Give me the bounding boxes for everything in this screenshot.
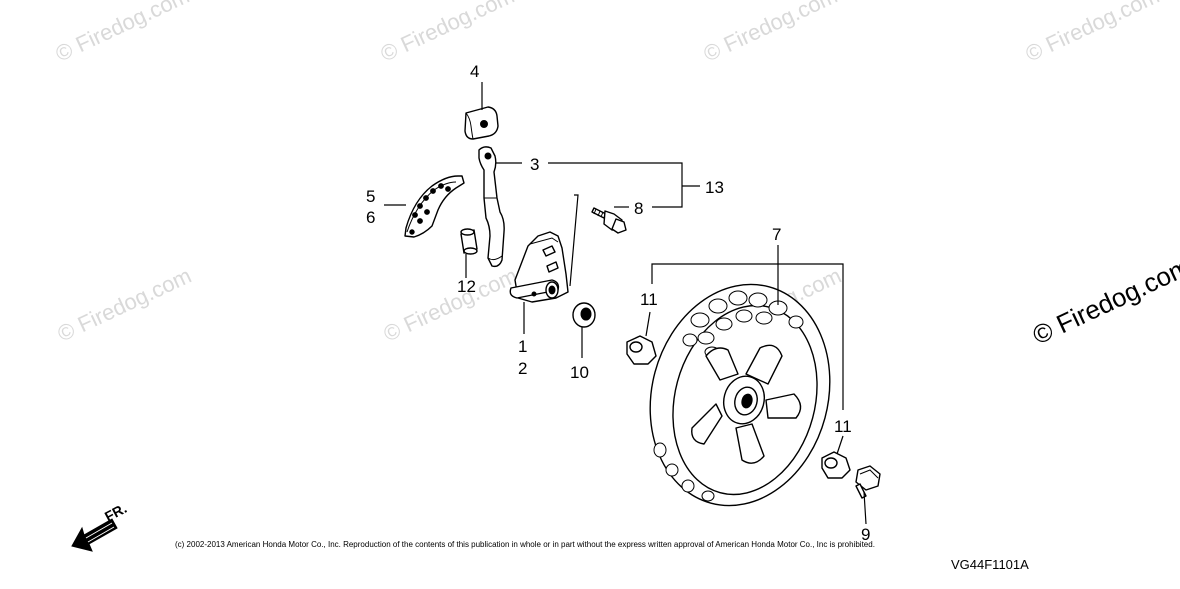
part-nut — [572, 302, 596, 328]
callout-10: 10 — [570, 363, 589, 382]
watermark: © Firedog.com — [700, 0, 842, 67]
watermark: © Firedog.com — [377, 0, 519, 67]
watermark-prominent: © Firedog.com — [1028, 251, 1180, 350]
part-bearing-lower — [821, 451, 851, 479]
callout-3: 3 — [530, 155, 539, 174]
part-bolt — [855, 465, 881, 499]
leader-lines — [384, 82, 867, 525]
part-screw — [591, 207, 627, 234]
part-knob — [464, 106, 499, 140]
watermark: © Firedog.com — [380, 263, 522, 347]
watermark-layer: © Firedog.com © Firedog.com © Firedog.co… — [52, 0, 1180, 350]
part-pivot-bracket — [509, 231, 569, 303]
part-bearing-upper — [626, 335, 657, 365]
front-direction-arrow: FR. — [71, 500, 129, 552]
copyright-notice: (c) 2002-2013 American Honda Motor Co., … — [175, 540, 875, 549]
callout-12: 12 — [457, 277, 476, 296]
callout-1: 1 — [518, 337, 527, 356]
part-collar — [460, 228, 478, 255]
wheel-tread — [653, 290, 804, 502]
watermark: © Firedog.com — [54, 263, 196, 347]
callout-4: 4 — [470, 62, 479, 81]
callout-11-upper: 11 — [640, 290, 658, 309]
part-wheel — [649, 283, 831, 507]
callout-6: 6 — [366, 208, 375, 227]
callout-2: 2 — [518, 359, 527, 378]
callout-labels: 1 2 3 4 5 6 7 8 9 10 11 11 12 13 — [366, 62, 870, 544]
callout-8: 8 — [634, 199, 643, 218]
part-height-plate — [404, 175, 465, 238]
callout-13: 13 — [705, 178, 724, 197]
callout-11-lower: 11 — [834, 417, 852, 436]
watermark: © Firedog.com — [1022, 0, 1164, 67]
part-height-lever — [478, 146, 505, 268]
callout-9: 9 — [861, 525, 870, 544]
callout-7: 7 — [772, 225, 781, 244]
front-label: FR. — [102, 500, 129, 525]
diagram-code: VG44F1101A — [951, 557, 1029, 572]
watermark: © Firedog.com — [52, 0, 194, 67]
callout-5: 5 — [366, 187, 375, 206]
